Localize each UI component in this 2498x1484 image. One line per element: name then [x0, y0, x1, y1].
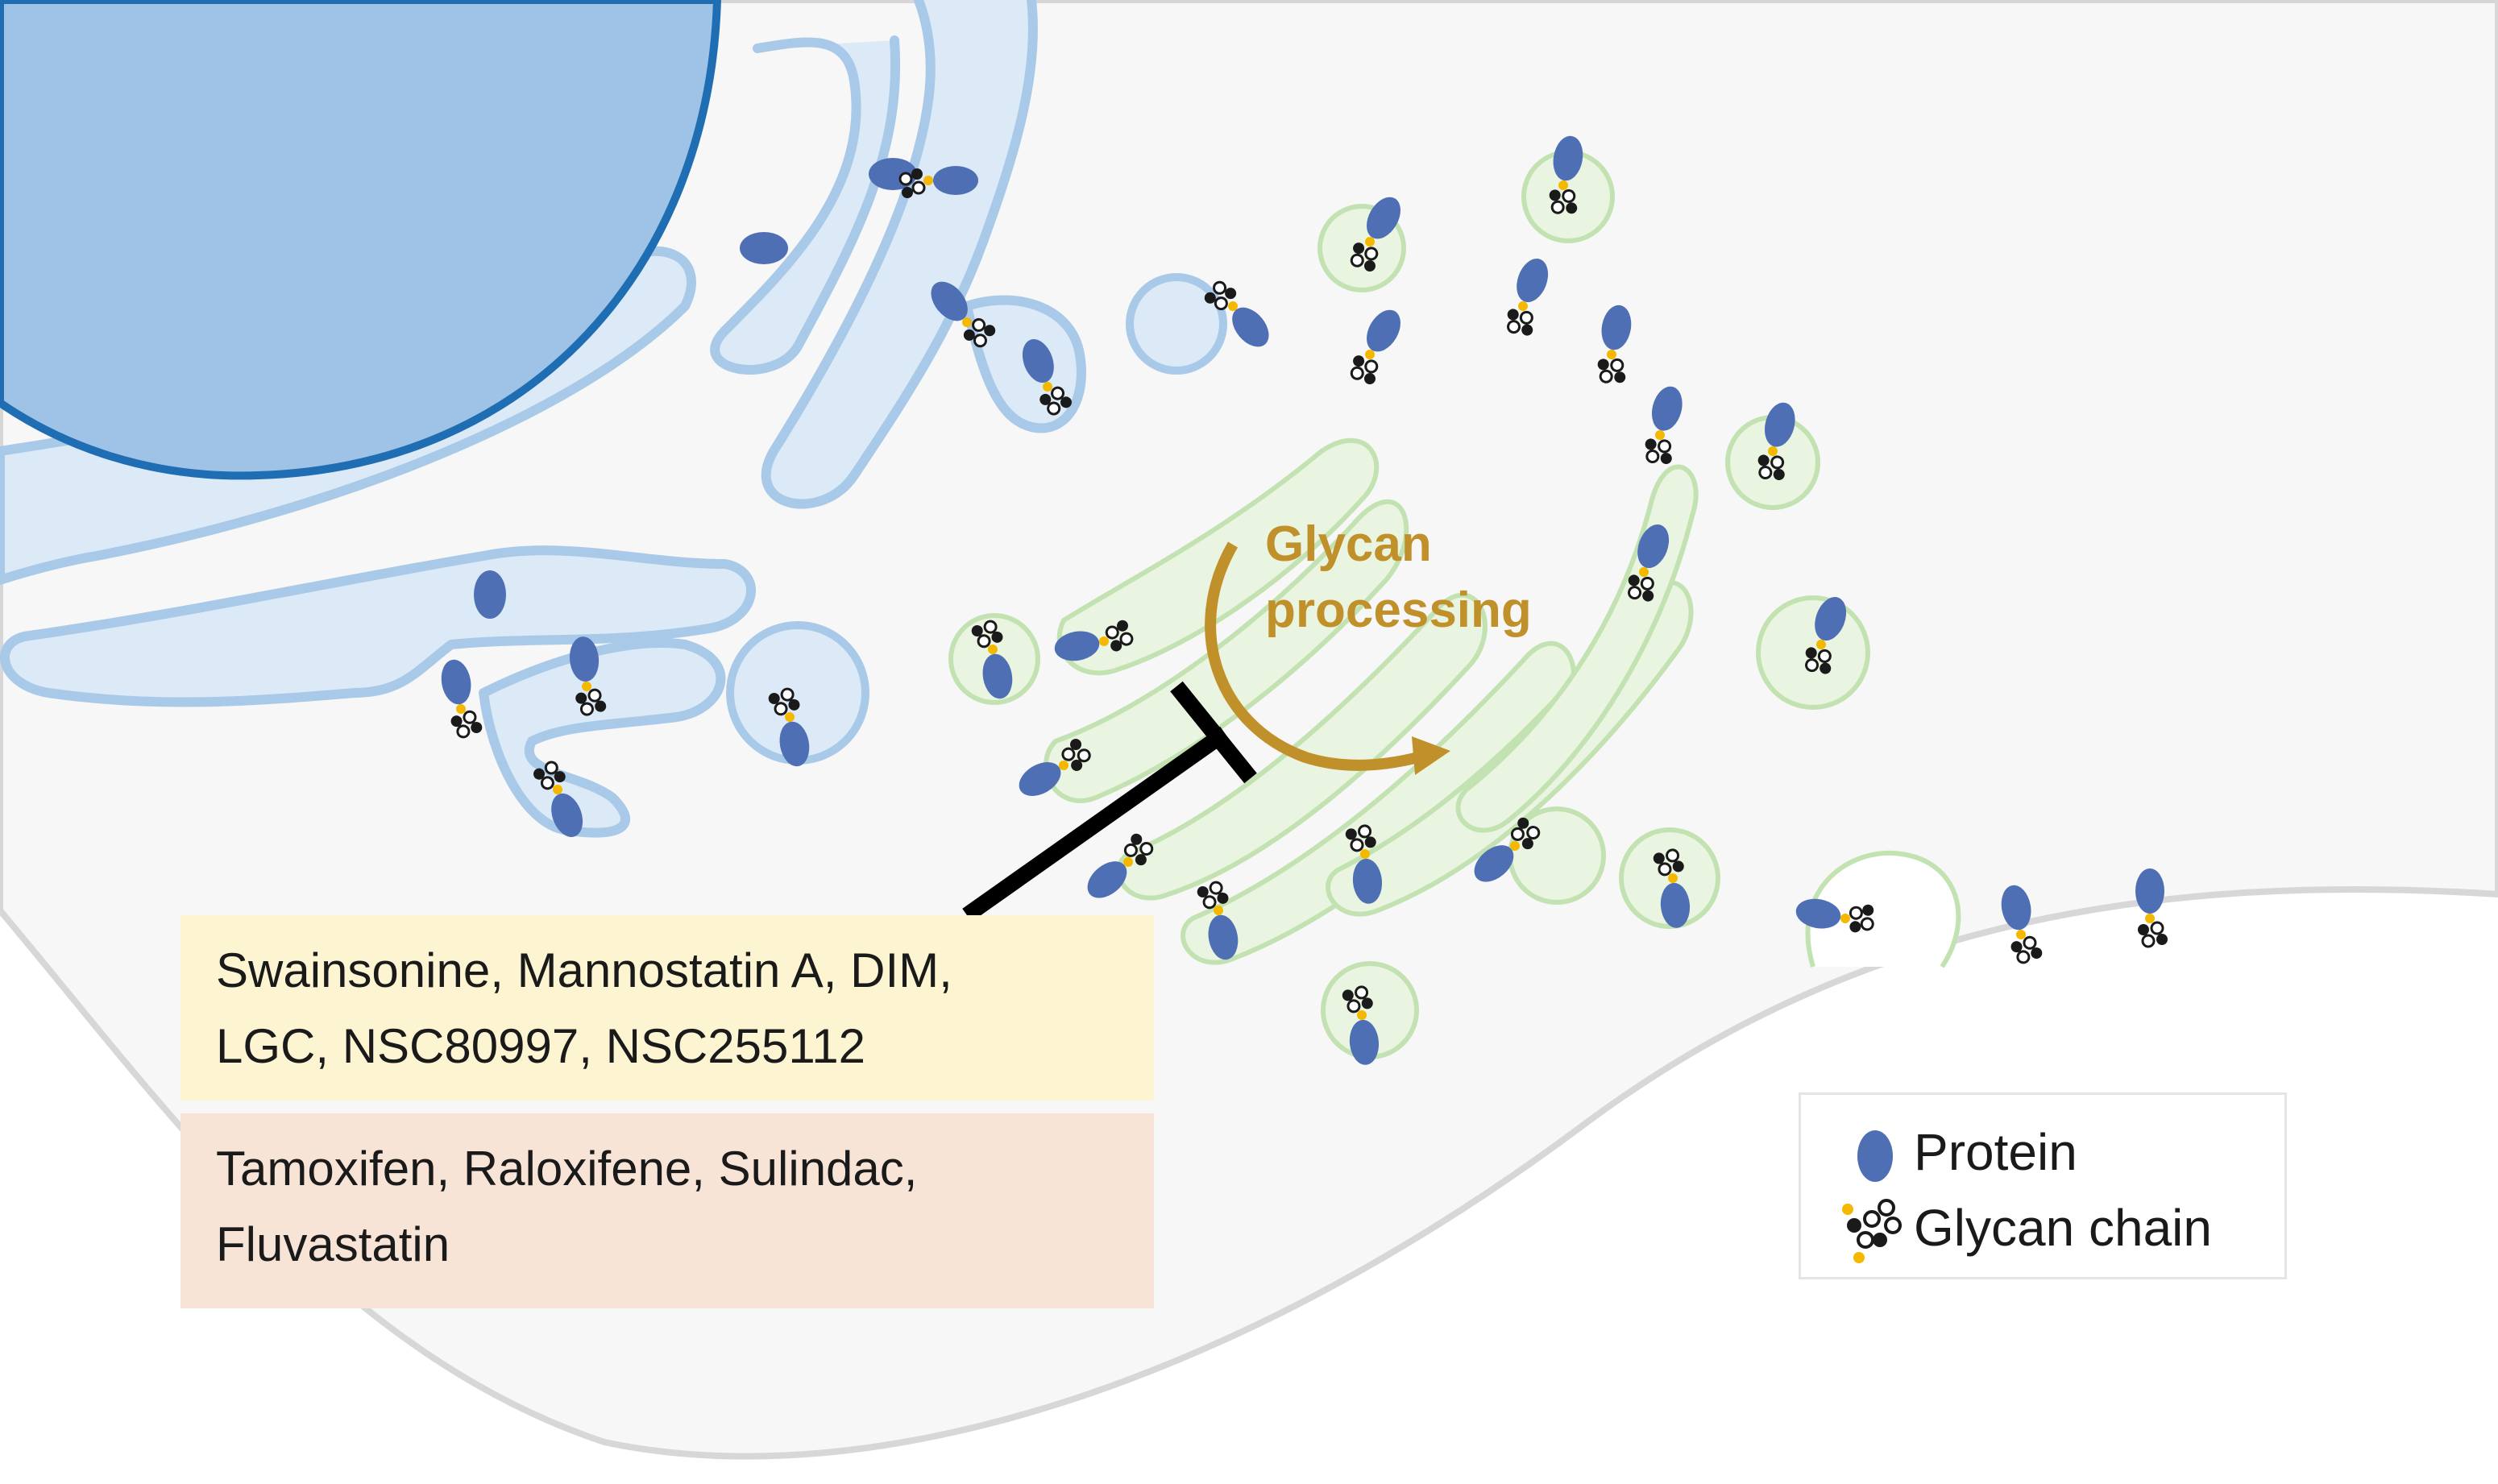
- legend: Protein Glycan chain: [1799, 1092, 2287, 1279]
- nucleus: [0, 0, 722, 480]
- process-label: Glycan processing: [1265, 516, 1532, 638]
- inhibitor-box-repurposed: Tamoxifen, Raloxifene, Sulindac, Fluvast…: [181, 1113, 1154, 1308]
- er-vesicles: [726, 273, 1227, 765]
- protein: [474, 570, 506, 619]
- inhibitor-box-mannosidase: Swainsonine, Mannostatin A, DIM, LGC, NS…: [181, 915, 1154, 1101]
- inhibitor-list-line1: Swainsonine, Mannostatin A, DIM,: [216, 943, 952, 997]
- process-label-line2: processing: [1265, 582, 1532, 638]
- inhibitor-list-line4: Fluvastatin: [216, 1217, 450, 1271]
- inhibitor-list-line3: Tamoxifen, Raloxifene, Sulindac,: [216, 1142, 918, 1196]
- legend-label-protein: Protein: [1914, 1123, 2077, 1181]
- golgi-cisterna-2: [1044, 499, 1409, 803]
- process-label-line1: Glycan: [1265, 516, 1432, 572]
- er-sheet-2: [0, 545, 756, 707]
- er-tubule-1: [710, 35, 901, 375]
- inhibitor-list-line2: LGC, NSC80997, NSC255112: [216, 1019, 866, 1073]
- glycan-chain-icon: [1842, 1199, 1902, 1263]
- protein-ellipse-icon: [1857, 1130, 1893, 1182]
- er-proteins: [474, 158, 917, 619]
- golgi-cisterna-6: [1455, 464, 1699, 833]
- curved-arrow-icon: [1205, 541, 1450, 775]
- golgi-cisterna-1: [1056, 437, 1380, 676]
- er-vesicle-2: [1126, 273, 1227, 375]
- inhibition-bar-icon: [962, 681, 1257, 922]
- legend-label-glycan: Glycan chain: [1914, 1199, 2212, 1257]
- golgi-apparatus: [1044, 437, 1699, 965]
- protein: [740, 232, 788, 264]
